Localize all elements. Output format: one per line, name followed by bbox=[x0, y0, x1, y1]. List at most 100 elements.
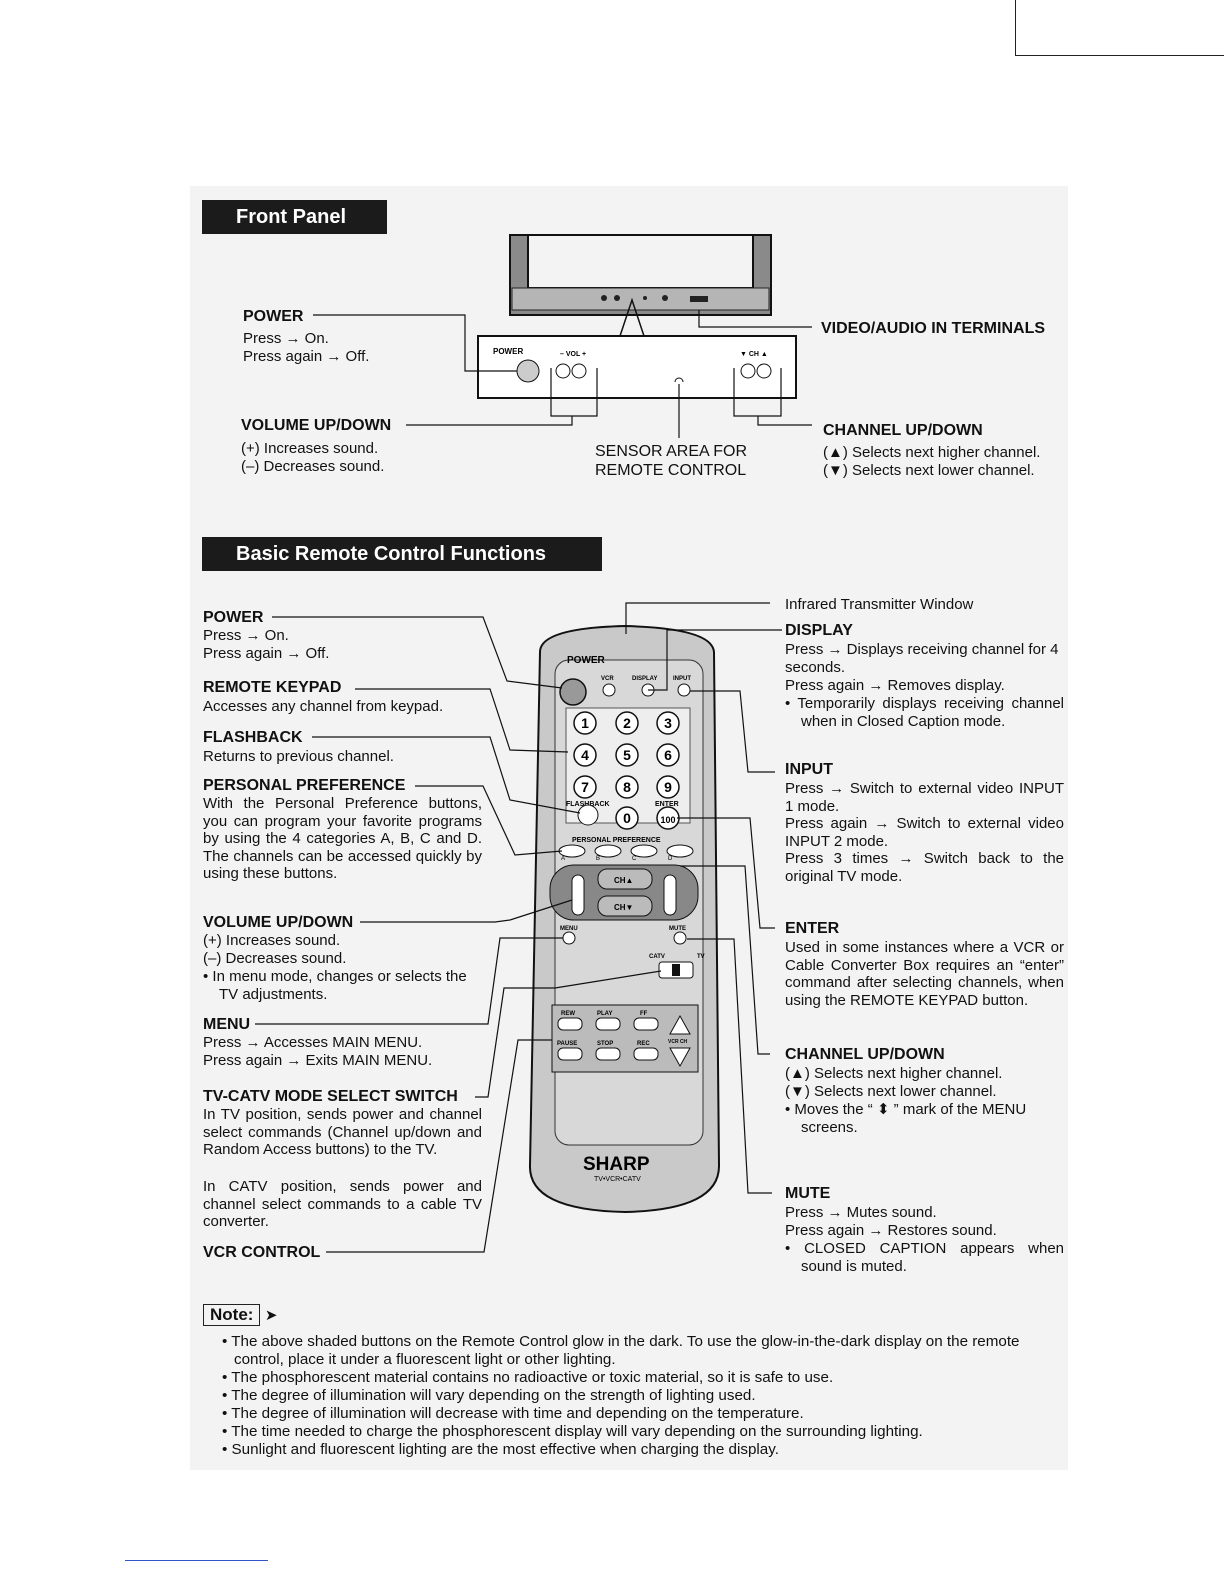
remote-key-label: 2 bbox=[623, 715, 631, 731]
remote-ff-button[interactable] bbox=[633, 1017, 659, 1031]
fp-channel-line-2: (▼) Selects next lower channel. bbox=[823, 462, 1035, 479]
rc-channel-title: CHANNEL UP/DOWN bbox=[785, 1046, 945, 1063]
svg-text:FF: FF bbox=[640, 1011, 648, 1017]
remote-key-8-button[interactable] bbox=[615, 775, 639, 799]
remote-vcr-left-button[interactable] bbox=[571, 874, 585, 916]
rc-display-title: DISPLAY bbox=[785, 622, 853, 639]
rc-keypad-title: REMOTE KEYPAD bbox=[203, 679, 342, 696]
remote-key-label: 9 bbox=[664, 779, 672, 795]
remote-key-label: 1 bbox=[581, 715, 589, 731]
panel-ch-up-button[interactable] bbox=[756, 363, 772, 379]
rc-channel-bullet: • Moves the “ ⬍ ” mark of the MENU scree… bbox=[785, 1101, 1027, 1136]
note-item: The above shaded buttons on the Remote C… bbox=[218, 1333, 1066, 1369]
svg-text:VCR: VCR bbox=[601, 676, 614, 682]
remote-pref-b-button[interactable] bbox=[594, 844, 622, 858]
remote-key-1-button[interactable] bbox=[573, 711, 597, 735]
rc-mute-bullet: • CLOSED CAPTION appears when sound is m… bbox=[785, 1240, 1064, 1275]
rc-input-line-2: Press again → Switch to external video I… bbox=[785, 815, 1064, 850]
remote-vcr-power-button[interactable] bbox=[602, 683, 616, 697]
remote-key-label: 0 bbox=[623, 810, 631, 826]
remote-vcr-ch-down-button[interactable] bbox=[669, 1047, 691, 1068]
remote-key-6-button[interactable] bbox=[656, 743, 680, 767]
fp-power-line-2: Press again → Off. bbox=[243, 348, 370, 365]
remote-mute-button[interactable] bbox=[673, 931, 687, 945]
remote-key-label: 7 bbox=[581, 779, 589, 795]
note-label: Note: bbox=[203, 1304, 261, 1326]
panel-vol-down-button[interactable] bbox=[555, 363, 571, 379]
rc-flashback-title: FLASHBACK bbox=[203, 729, 303, 746]
remote-key-9-button[interactable] bbox=[656, 775, 680, 799]
remote-ch-up-button[interactable] bbox=[597, 868, 653, 890]
remote-key-0-button[interactable] bbox=[615, 806, 639, 830]
fp-volume-line-2: (–) Decreases sound. bbox=[241, 458, 385, 475]
remote-key-7-button[interactable] bbox=[573, 775, 597, 799]
svg-text:DISPLAY: DISPLAY bbox=[632, 676, 657, 682]
svg-text:CH▼: CH▼ bbox=[614, 903, 633, 912]
rc-power-line-2: Press again → Off. bbox=[203, 645, 330, 662]
svg-text:MENU: MENU bbox=[560, 926, 578, 932]
fp-volume-line-1: (+) Increases sound. bbox=[241, 440, 379, 457]
remote-key-label: 6 bbox=[664, 747, 672, 763]
remote-key-5-button[interactable] bbox=[615, 743, 639, 767]
note-item: The degree of illumination will vary dep… bbox=[218, 1387, 1066, 1405]
remote-key-4-button[interactable] bbox=[573, 743, 597, 767]
rc-power-line-1: Press → On. bbox=[203, 627, 289, 644]
svg-text:PLAY: PLAY bbox=[597, 1011, 612, 1017]
note-list: The above shaded buttons on the Remote C… bbox=[218, 1333, 1066, 1459]
remote-ch-vcr-cluster bbox=[549, 864, 699, 921]
rc-keypad-text: Accesses any channel from keypad. bbox=[203, 698, 444, 715]
remote-right-callouts bbox=[625, 602, 782, 1194]
remote-rew-button[interactable] bbox=[557, 1017, 583, 1031]
svg-text:INPUT: INPUT bbox=[673, 676, 691, 682]
rc-display-bullet: • Temporarily displays receiving channel… bbox=[785, 695, 1064, 730]
rc-vcr-title: VCR CONTROL bbox=[203, 1244, 321, 1261]
remote-pref-c-button[interactable] bbox=[630, 844, 658, 858]
remote-stop-button[interactable] bbox=[595, 1047, 621, 1061]
remote-vcr-right-button[interactable] bbox=[663, 874, 677, 916]
rc-channel-line-1: (▲) Selects next higher channel. bbox=[785, 1065, 1003, 1082]
svg-text:A: A bbox=[561, 856, 565, 862]
remote-pause-button[interactable] bbox=[557, 1047, 583, 1061]
rc-display-line-2: Press again → Removes display. bbox=[785, 677, 1005, 694]
remote-key-2-button[interactable] bbox=[615, 711, 639, 735]
remote-key-3-button[interactable] bbox=[656, 711, 680, 735]
remote-input-button[interactable] bbox=[677, 683, 691, 697]
svg-text:POWER: POWER bbox=[567, 655, 606, 666]
svg-text:D: D bbox=[668, 856, 673, 862]
panel-vol-label: – VOL + bbox=[560, 351, 586, 358]
panel-ch-down-button[interactable] bbox=[740, 363, 756, 379]
remote-ch-down-button[interactable] bbox=[597, 895, 653, 917]
remote-key-label: 4 bbox=[581, 747, 589, 763]
svg-text:REC: REC bbox=[637, 1041, 650, 1047]
remote-play-button[interactable] bbox=[595, 1017, 621, 1031]
remote-vcr-ch-up-button[interactable] bbox=[669, 1014, 691, 1035]
panel-vol-up-button[interactable] bbox=[571, 363, 587, 379]
note-item: The time needed to charge the phosphores… bbox=[218, 1423, 1066, 1441]
svg-text:ENTER: ENTER bbox=[655, 801, 679, 808]
remote-key-label: 8 bbox=[623, 779, 631, 795]
note-arrow-icon: ➤ bbox=[264, 1307, 278, 1324]
panel-ch-label: ▼ CH ▲ bbox=[740, 351, 768, 358]
remote-power-button[interactable] bbox=[559, 678, 587, 706]
svg-text:VCR CH: VCR CH bbox=[668, 1039, 688, 1045]
remote-menu-button[interactable] bbox=[562, 931, 576, 945]
note-item: The phosphorescent material contains no … bbox=[218, 1369, 1066, 1387]
front-panel-header: Front Panel bbox=[202, 200, 387, 234]
rc-power-title: POWER bbox=[203, 609, 264, 626]
rc-infrared-label: Infrared Transmitter Window bbox=[785, 596, 974, 613]
svg-text:TV: TV bbox=[697, 954, 705, 960]
rc-display-line-1: Press → Displays receiving channel for 4… bbox=[785, 641, 1059, 676]
remote-pref-d-button[interactable] bbox=[666, 844, 694, 858]
svg-text:CATV: CATV bbox=[649, 954, 665, 960]
page-corner-box bbox=[1015, 0, 1224, 56]
remote-rec-button[interactable] bbox=[633, 1047, 659, 1061]
remote-header: Basic Remote Control Functions bbox=[202, 537, 602, 571]
remote-flashback-button[interactable] bbox=[577, 804, 599, 826]
rc-mute-title: MUTE bbox=[785, 1185, 831, 1202]
svg-text:PERSONAL PREFERENCE: PERSONAL PREFERENCE bbox=[572, 837, 661, 844]
panel-power-button[interactable] bbox=[516, 359, 540, 383]
rc-menu-line-1: Press → Accesses MAIN MENU. bbox=[203, 1034, 423, 1051]
rc-enter-title: ENTER bbox=[785, 920, 840, 937]
remote-model: TV•VCR•CATV bbox=[594, 1176, 641, 1183]
